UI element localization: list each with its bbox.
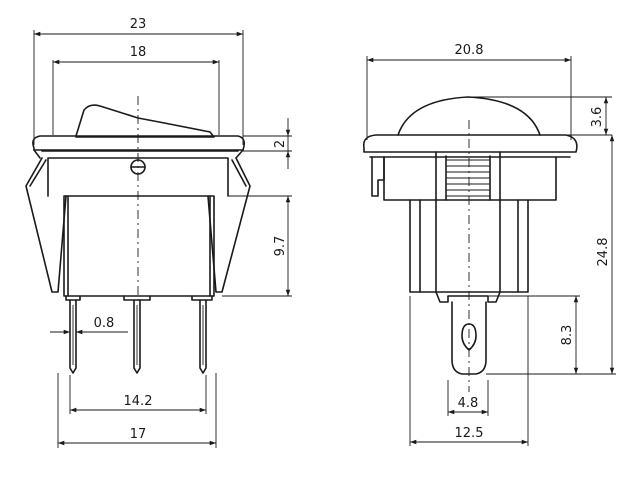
dim-side-bezel-width: 20.8 xyxy=(455,43,484,58)
side-latch xyxy=(371,156,385,197)
dim-terminal-width: 4.8 xyxy=(458,396,479,411)
dim-pin-spacing: 14.2 xyxy=(124,394,153,409)
dim-total-height: 24.8 xyxy=(596,238,611,267)
dim-flange-thickness: 2 xyxy=(273,140,288,148)
left-snap-clip xyxy=(25,157,67,293)
terminal-pins xyxy=(65,295,213,374)
side-bezel xyxy=(362,134,578,153)
rocker-actuator xyxy=(75,104,215,138)
dim-body-height: 9.7 xyxy=(273,236,288,257)
bezel-flange xyxy=(32,135,245,151)
dim-overall-width: 23 xyxy=(130,17,147,32)
dim-terminal-length: 8.3 xyxy=(560,325,575,346)
dim-body-width: 17 xyxy=(130,427,147,442)
dim-side-body-width: 12.5 xyxy=(455,426,484,441)
lower-body xyxy=(63,195,215,297)
dome-cap xyxy=(397,96,541,136)
side-view: 20.8 3.6 24.8 8.3 4.8 12.5 xyxy=(362,43,616,446)
terminal-hole xyxy=(461,323,477,351)
dim-pin-width: 0.8 xyxy=(94,316,115,331)
dim-cap-height: 3.6 xyxy=(590,107,605,128)
stem-ribs xyxy=(445,155,491,201)
dim-bezel-width: 18 xyxy=(130,45,147,60)
front-view: 23 18 2 9.7 0.8 14.2 17 xyxy=(25,17,292,448)
